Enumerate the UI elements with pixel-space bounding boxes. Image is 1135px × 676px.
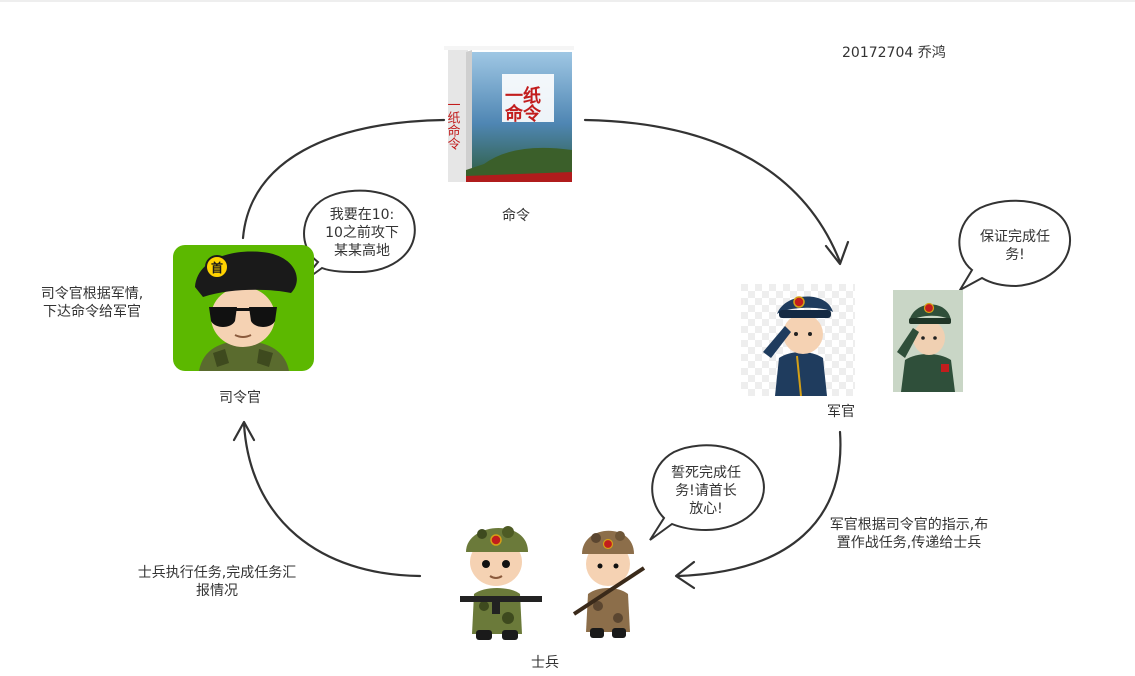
top-border bbox=[0, 0, 1135, 2]
officer-speech-line-2: 务! bbox=[1005, 247, 1025, 263]
soldier-speech-line-1: 誓死完成任 bbox=[671, 465, 741, 481]
soldier-speech-line-2: 务!请首长 bbox=[675, 483, 737, 499]
soldier-camo-icon bbox=[452, 510, 544, 642]
officer-salute-icon-2 bbox=[893, 290, 963, 392]
arrow-order-to-officer bbox=[583, 118, 842, 264]
commander-speech-line-3: 某某高地 bbox=[334, 243, 390, 259]
officer-speech-line-1: 保证完成任 bbox=[980, 229, 1050, 245]
book-side-title: 一纸命令 bbox=[445, 98, 461, 151]
arrowhead-officer bbox=[824, 240, 850, 266]
officer-speech: 保证完成任 务! bbox=[960, 228, 1070, 264]
arrowhead-commander bbox=[232, 420, 256, 442]
speech-bubble-officer bbox=[957, 199, 1071, 293]
commander-speech-line-1: 我要在10: bbox=[329, 207, 395, 223]
speech-bubble-commander bbox=[299, 189, 416, 285]
arrowhead-soldier bbox=[674, 560, 696, 590]
commander-label: 司令官 bbox=[219, 390, 261, 406]
soldier-camo-icon-2 bbox=[570, 514, 646, 640]
commander-speech-line-2: 10之前攻下 bbox=[325, 225, 399, 241]
book-title-top: 一纸 bbox=[505, 85, 541, 107]
soldier-speech-line-3: 放心! bbox=[689, 501, 723, 517]
arrow-officer-to-soldier bbox=[676, 430, 842, 578]
soldier-speech: 誓死完成任 务!请首长 放心! bbox=[650, 464, 762, 518]
commander-speech: 我要在10: 10之前攻下 某某高地 bbox=[310, 206, 414, 260]
book-cover-icon: 一纸命令 一纸 命令 bbox=[444, 46, 574, 188]
officer-salute-icon bbox=[741, 284, 855, 397]
commander-edge-label: 司令官根据军情, 下达命令给军官 bbox=[22, 285, 162, 321]
arrow-commander-to-order bbox=[241, 118, 446, 240]
officer-edge-label: 军官根据司令官的指示,布 置作战任务,传递给士兵 bbox=[804, 516, 1014, 552]
svg-text:首: 首 bbox=[211, 260, 223, 275]
commander-edge-line-1: 司令官根据军情, bbox=[40, 286, 144, 302]
officer-edge-line-2: 置作战任务,传递给士兵 bbox=[836, 535, 982, 551]
arrow-soldier-to-commander bbox=[242, 422, 422, 578]
officer-edge-line-1: 军官根据司令官的指示,布 bbox=[829, 517, 989, 533]
soldier-edge-label: 士兵执行任务,完成任务汇 报情况 bbox=[112, 564, 322, 600]
author-label: 20172704 乔鸿 bbox=[842, 45, 946, 61]
order-label: 命令 bbox=[502, 208, 530, 224]
soldier-label: 士兵 bbox=[531, 655, 559, 671]
commander-avatar-icon: 首 bbox=[173, 245, 314, 371]
soldier-edge-line-1: 士兵执行任务,完成任务汇 bbox=[137, 565, 297, 581]
officer-label: 军官 bbox=[827, 404, 855, 420]
commander-edge-line-2: 下达命令给军官 bbox=[43, 304, 141, 320]
speech-bubble-soldier bbox=[649, 444, 765, 541]
soldier-edge-line-2: 报情况 bbox=[196, 583, 238, 599]
book-title-bottom: 命令 bbox=[505, 103, 542, 125]
